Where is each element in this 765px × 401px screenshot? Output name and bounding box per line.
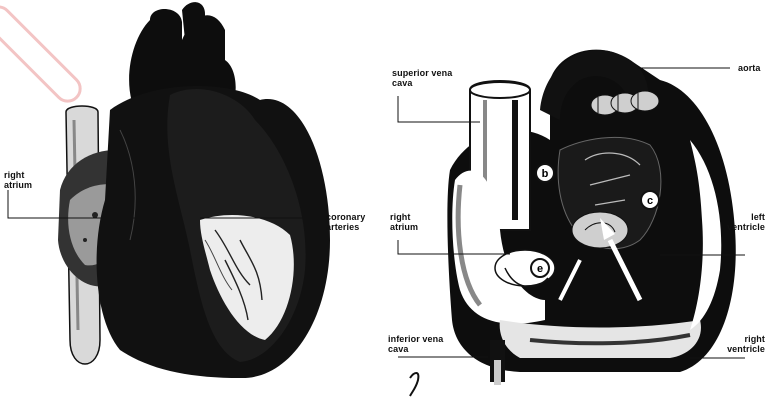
label-aorta: aorta [738,63,761,73]
svg-text:c: c [647,195,653,207]
label-line: ventricle [716,222,765,232]
label-line: atrium [4,180,32,190]
label-superior-vena-cava: superior vena cava [392,68,452,88]
label-right-atrium-right: right atrium [390,212,418,232]
label-right-atrium-left: right atrium [4,170,32,190]
label-line: coronary [326,212,365,222]
label-coronary-arteries: coronary arteries [326,212,365,232]
svg-text:b: b [542,168,549,180]
label-line: right [716,334,765,344]
external-heart [58,2,330,378]
label-inferior-vena-cava: inferior vena cava [388,334,443,354]
label-line: atrium [390,222,418,232]
section-heart [410,50,736,396]
label-line: right [4,170,32,180]
label-right-ventricle: right ventricle [716,334,765,354]
marker-e: e [531,259,549,277]
label-line: left [716,212,765,222]
label-line: arteries [326,222,365,232]
label-line: superior vena [392,68,452,78]
label-line: inferior vena [388,334,443,344]
marker-b: b [536,164,554,182]
label-line: right [390,212,418,222]
label-line: ventricle [716,344,765,354]
label-line: cava [392,78,452,88]
label-line: aorta [738,63,761,73]
svg-text:e: e [537,263,543,275]
label-line: cava [388,344,443,354]
marker-c: c [641,191,659,209]
label-left-ventricle: left ventricle [716,212,765,232]
